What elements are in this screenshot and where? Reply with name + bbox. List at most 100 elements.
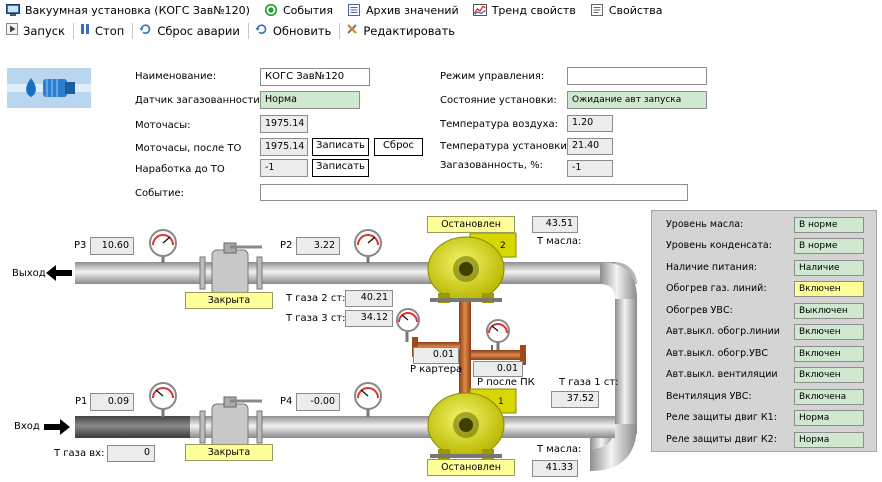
name-field[interactable]: КОГС Зав№120 bbox=[260, 68, 370, 86]
pump-1[interactable] bbox=[427, 388, 517, 459]
reset-alarm-button-label: Сброс аварии bbox=[157, 23, 240, 38]
name-label: Наименование: bbox=[135, 71, 217, 82]
status-value: Выключен bbox=[794, 303, 864, 319]
status-value: Наличие bbox=[794, 260, 864, 276]
pump-1-number: 1 bbox=[498, 397, 504, 407]
play-icon bbox=[6, 23, 18, 38]
gas-level-value: -1 bbox=[567, 160, 613, 177]
status-value: В норме bbox=[794, 217, 864, 233]
motohours-after-to-label: Моточасы, после ТО bbox=[135, 143, 242, 154]
oil-temp-bottom-label: Т масла: bbox=[537, 444, 582, 455]
status-row: Авт.выкл. обогр.линии Включен bbox=[652, 322, 878, 342]
gas-temp-3-label: Т газа 3 ст: bbox=[286, 313, 346, 324]
p3-label: P3 bbox=[74, 240, 87, 251]
gas-temp-in-label: Т газа вх: bbox=[54, 448, 105, 459]
status-value: Норма bbox=[794, 410, 864, 426]
p2-value: 3.22 bbox=[296, 237, 340, 255]
status-label: Вентиляция УВС: bbox=[666, 391, 752, 402]
trend-chart-icon bbox=[472, 4, 487, 16]
state-value: Ожидание авт запуска bbox=[567, 91, 707, 109]
air-temp-label: Температура воздуха: bbox=[440, 119, 558, 130]
menu-item-trend[interactable]: Тренд свойств bbox=[467, 0, 584, 20]
gauge-icon bbox=[149, 229, 177, 257]
motohours-value: 1975.14 bbox=[260, 115, 308, 133]
reset-motohours-button[interactable]: Сброс bbox=[374, 138, 423, 156]
top-pipe bbox=[75, 262, 615, 284]
status-value: Включен bbox=[794, 324, 864, 340]
pause-icon bbox=[80, 23, 90, 38]
pump-1-state: Остановлен bbox=[427, 459, 515, 476]
archive-icon bbox=[347, 4, 361, 16]
valve-top[interactable] bbox=[211, 242, 262, 296]
status-value: Включена bbox=[794, 389, 864, 405]
piping-scheme bbox=[44, 232, 637, 471]
edit-button-label: Редактировать bbox=[363, 23, 456, 38]
status-row: Вентиляция УВС: Включена bbox=[652, 387, 878, 407]
status-label: Авт.выкл. обогр.УВС bbox=[666, 348, 769, 359]
valve-top-state: Закрыта bbox=[185, 292, 273, 309]
menu-item-label: Архив значений bbox=[366, 3, 459, 17]
reset-alarm-button[interactable]: Сброс аварии bbox=[133, 20, 248, 41]
toolbar-separator bbox=[247, 22, 249, 39]
right-pipe bbox=[615, 299, 637, 434]
valve-bottom-state: Закрыта bbox=[185, 444, 273, 461]
gas-level-label: Загазованность, %: bbox=[440, 160, 544, 171]
properties-icon bbox=[590, 4, 604, 16]
events-circle-icon bbox=[264, 3, 278, 17]
menu-item-unit[interactable]: Вакуумная установка (КОГС Зав№120) bbox=[0, 0, 258, 20]
stop-button[interactable]: Стоп bbox=[74, 20, 132, 41]
p4-value: -0.00 bbox=[296, 393, 340, 411]
refresh-button[interactable]: Обновить bbox=[249, 20, 339, 41]
refresh-icon bbox=[139, 23, 152, 38]
status-label: Авт.выкл. обогр.линии bbox=[666, 326, 780, 337]
menu-item-events[interactable]: События bbox=[258, 0, 341, 20]
copper-pipe bbox=[459, 295, 471, 405]
gauge-icon bbox=[354, 229, 382, 257]
pump-2-number: 2 bbox=[500, 241, 506, 251]
gauge-icon bbox=[354, 382, 382, 410]
control-mode-label: Режим управления: bbox=[440, 71, 545, 82]
motohours-label: Моточасы: bbox=[135, 120, 191, 131]
refresh-icon bbox=[255, 23, 268, 38]
status-label: Обогрев газ. линий: bbox=[666, 283, 767, 294]
status-row: Уровень конденсата: В норме bbox=[652, 236, 878, 256]
gas-temp-2-value: 40.21 bbox=[345, 290, 393, 307]
gas-temp-1-value: 37.52 bbox=[551, 391, 599, 408]
status-row: Авт.выкл. обогр.УВС Включен bbox=[652, 344, 878, 364]
status-row: Наличие питания: Наличие bbox=[652, 258, 878, 278]
gas-sensor-value: Норма bbox=[260, 91, 360, 109]
gas-temp-2-label: Т газа 2 ст: bbox=[286, 293, 346, 304]
status-row: Обогрев газ. линий: Включен bbox=[652, 279, 878, 299]
outlet-arrow-icon bbox=[46, 265, 72, 281]
event-label: Событие: bbox=[135, 188, 185, 199]
vacuum-unit-icon bbox=[7, 68, 91, 108]
write-hours-to-to-button[interactable]: Записать bbox=[312, 159, 369, 177]
p1-value: 0.09 bbox=[90, 393, 134, 411]
p2-label: P2 bbox=[280, 240, 293, 251]
monitor-icon bbox=[6, 4, 20, 16]
status-row: Обогрев УВС: Выключен bbox=[652, 301, 878, 321]
control-mode-field[interactable] bbox=[567, 67, 707, 85]
status-row: Авт.выкл. вентиляции Включен bbox=[652, 365, 878, 385]
air-temp-value: 1.20 bbox=[567, 115, 613, 132]
status-label: Обогрев УВС: bbox=[666, 305, 733, 316]
gauge-icon bbox=[149, 382, 177, 410]
event-field[interactable] bbox=[260, 184, 688, 201]
toolbar-separator bbox=[73, 22, 75, 39]
menu-item-properties[interactable]: Свойства bbox=[584, 0, 671, 20]
write-motohours-button[interactable]: Записать bbox=[312, 138, 369, 156]
p3-value: 10.60 bbox=[90, 237, 134, 255]
oil-temp-top-value: 43.51 bbox=[532, 216, 578, 233]
stop-button-label: Стоп bbox=[95, 23, 125, 38]
edit-button[interactable]: Редактировать bbox=[340, 20, 463, 41]
status-label: Уровень масла: bbox=[666, 219, 744, 230]
hours-to-to-label: Наработка до ТО bbox=[135, 164, 225, 175]
inlet-label: Вход bbox=[14, 421, 40, 432]
start-button[interactable]: Запуск bbox=[0, 20, 73, 41]
menu-item-archive[interactable]: Архив значений bbox=[341, 0, 467, 20]
status-value: Включен bbox=[794, 346, 864, 362]
pump-2[interactable] bbox=[427, 232, 517, 303]
gas-sensor-label: Датчик загазованности bbox=[135, 95, 260, 106]
unit-temp-label: Температура установки: bbox=[440, 141, 571, 152]
motohours-after-to-value: 1975.14 bbox=[260, 138, 308, 156]
